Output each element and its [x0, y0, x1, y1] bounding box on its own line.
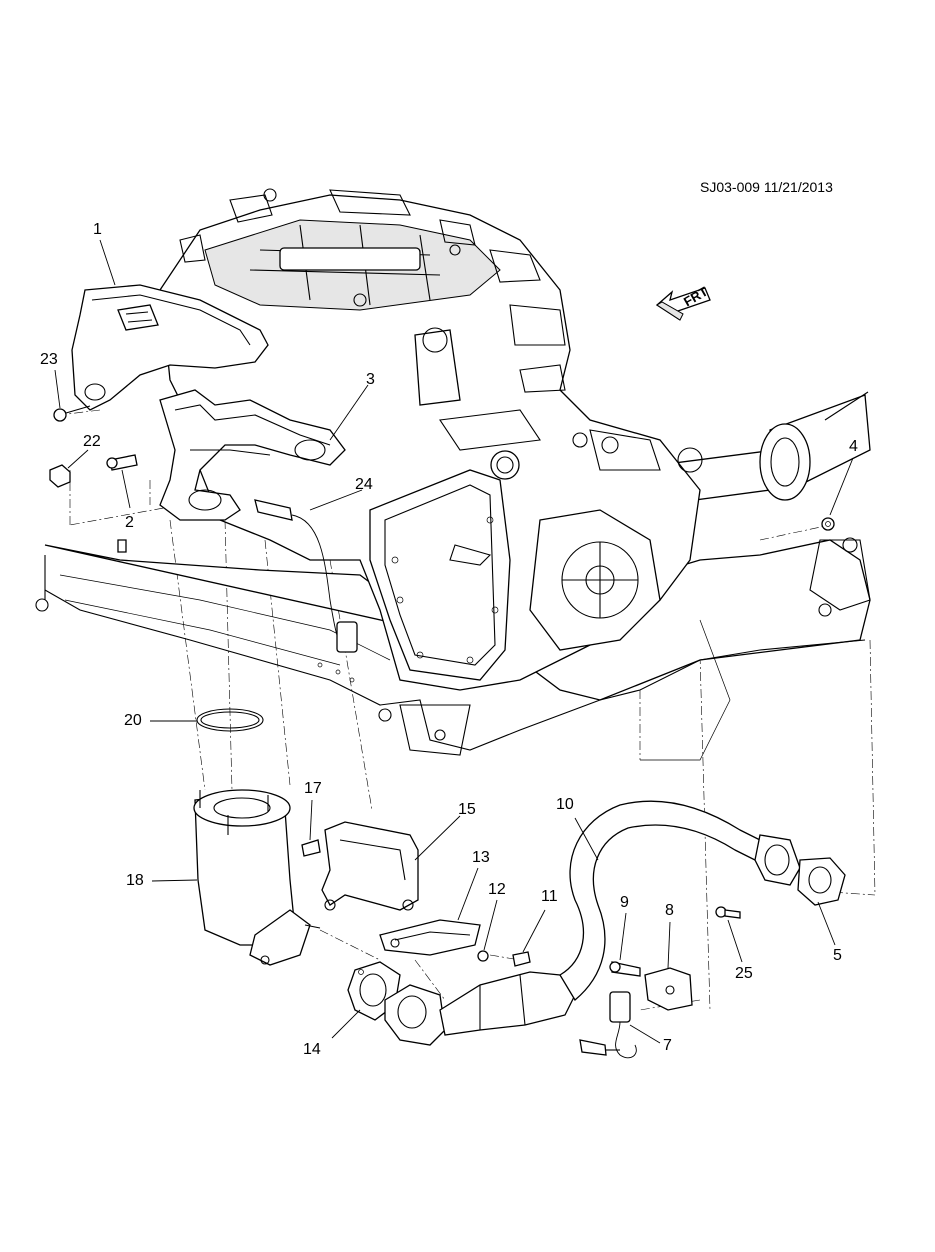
front-exhaust-pipe — [385, 801, 800, 1045]
front-direction-arrow — [657, 288, 710, 320]
gasket-5 — [798, 858, 845, 905]
callout-3: 3 — [366, 371, 375, 388]
drawing-stamp: SJ03-009 11/21/2013 — [700, 179, 833, 195]
callout-14: 14 — [303, 1041, 321, 1058]
callout-11: 11 — [541, 888, 558, 905]
bolt-25 — [716, 907, 740, 918]
exhaust-manifold — [160, 390, 345, 520]
callout-5: 5 — [833, 947, 842, 964]
callout-4: 4 — [849, 438, 858, 455]
callout-9: 9 — [620, 894, 629, 911]
seal-ring — [197, 709, 263, 731]
bracket-8 — [610, 962, 692, 1010]
bracket-13 — [380, 920, 530, 966]
callout-18: 18 — [126, 872, 144, 889]
manifold-fasteners — [50, 406, 137, 552]
callout-leaders — [55, 240, 853, 1043]
callout-10: 10 — [556, 796, 574, 813]
callout-8: 8 — [665, 902, 674, 919]
callout-2: 2 — [125, 514, 134, 531]
callout-13: 13 — [472, 849, 490, 866]
callout-15: 15 — [458, 801, 476, 818]
nut-4 — [822, 518, 834, 530]
oxygen-sensor-upstream — [255, 500, 357, 652]
callout-1: 1 — [93, 221, 102, 238]
catalytic-converter — [194, 790, 320, 965]
bracket-15 — [302, 822, 418, 910]
callout-25: 25 — [735, 965, 753, 982]
callout-22: 22 — [83, 433, 101, 450]
callout-12: 12 — [488, 881, 506, 898]
transaxle — [370, 470, 660, 680]
callout-23: 23 — [40, 351, 58, 368]
oxygen-sensor-downstream — [580, 992, 636, 1058]
heat-shield — [72, 285, 268, 410]
callout-24: 24 — [355, 476, 373, 493]
callout-20: 20 — [124, 712, 142, 729]
callout-7: 7 — [663, 1037, 672, 1054]
callout-17: 17 — [304, 780, 322, 797]
